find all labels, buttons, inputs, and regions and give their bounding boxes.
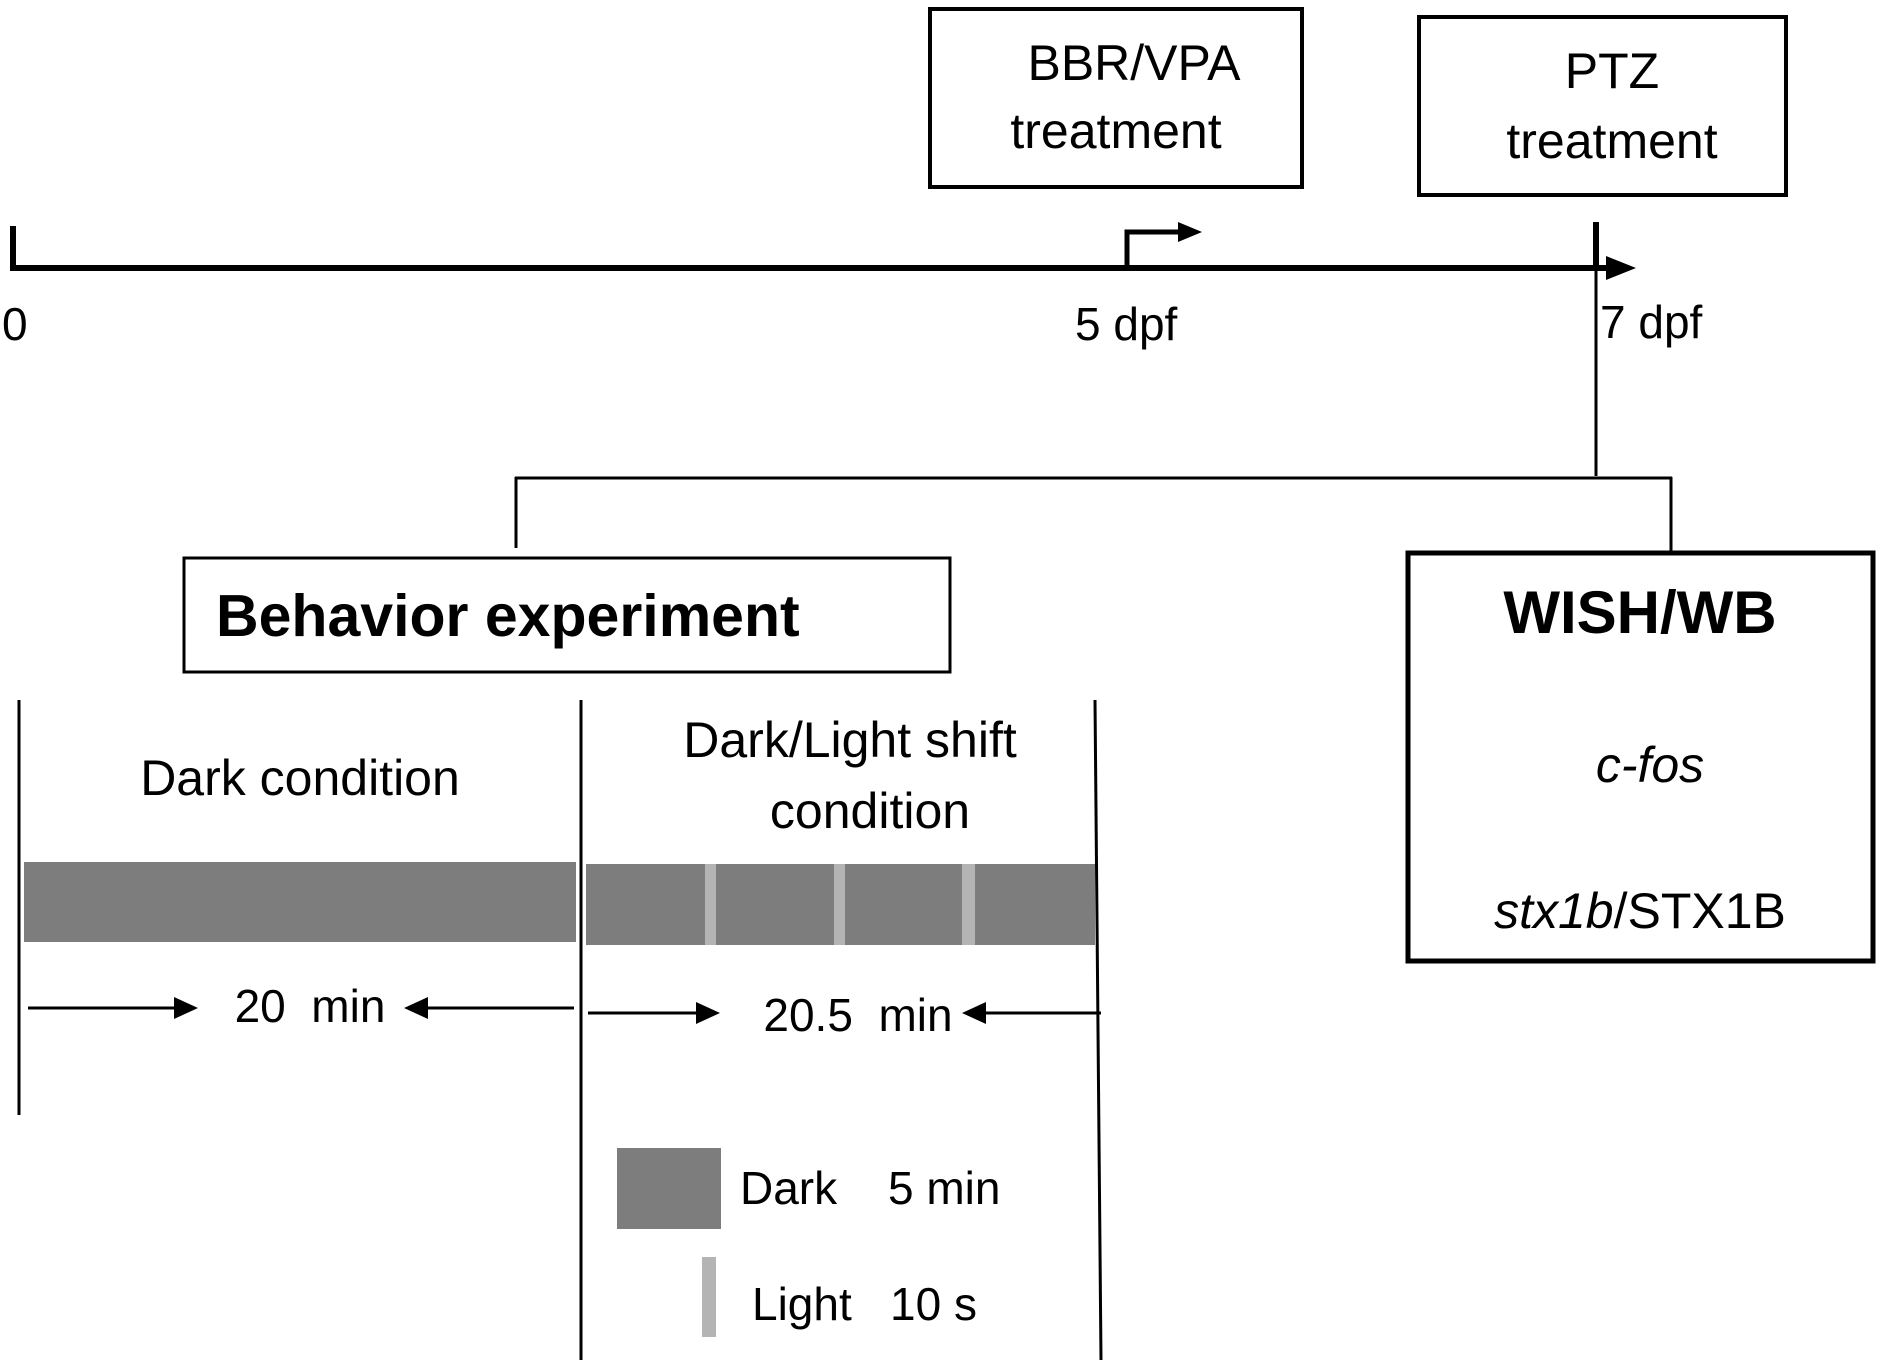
- wish-wb-title: WISH/WB: [1503, 579, 1776, 646]
- shift-duration-arrow-right: [696, 1002, 720, 1024]
- gene-stx1b-protein: /STX1B: [1614, 883, 1786, 939]
- behavior-conditions: Dark condition Dark/Light shift conditio…: [17, 699, 1103, 1361]
- legend-dark-swatch: [617, 1148, 721, 1229]
- timeline-start-label: 0: [2, 298, 28, 350]
- light-flash-3: [962, 864, 975, 945]
- dark-duration-arrow-left: [404, 997, 428, 1019]
- wish-wb-box: WISH/WB c-fos stx1b/STX1B: [1405, 550, 1876, 964]
- shift-duration-label: 20.5 min: [763, 989, 952, 1041]
- timeline-arrowhead: [1606, 256, 1636, 280]
- legend-dark-label: Dark: [740, 1162, 838, 1214]
- bbr-vpa-line1: BBR/VPA: [1027, 35, 1241, 91]
- shift-duration-arrow-left: [962, 1002, 986, 1024]
- legend: Dark 5 min Light 10 s: [617, 1148, 1000, 1337]
- light-flash-2: [834, 864, 845, 945]
- timeline-mid-label: 5 dpf: [1075, 298, 1178, 350]
- dark-duration-label: 20 min: [235, 980, 386, 1032]
- shift-condition-title-line2: condition: [770, 783, 970, 839]
- gene-c-fos: c-fos: [1596, 737, 1704, 793]
- dark-condition-title: Dark condition: [140, 750, 460, 806]
- ptz-treatment-box: PTZ treatment: [1417, 15, 1788, 197]
- bbr-vpa-line2: treatment: [1010, 103, 1221, 159]
- legend-dark-duration: 5 min: [888, 1162, 1000, 1214]
- legend-light-duration: 10 s: [890, 1278, 977, 1330]
- timeline-end-label: 7 dpf: [1600, 296, 1703, 348]
- legend-light-swatch: [702, 1257, 716, 1337]
- legend-light-label: Light: [752, 1278, 852, 1330]
- behavior-experiment-title: Behavior experiment: [216, 583, 800, 649]
- treatment-start-arrow: [1124, 229, 1182, 268]
- dark-duration-arrow-right: [174, 997, 198, 1019]
- gene-stx1b-italic: stx1b: [1494, 883, 1614, 939]
- gene-stx1b: stx1b/STX1B: [1494, 883, 1786, 939]
- bbr-vpa-treatment-box: BBR/VPA treatment: [928, 7, 1304, 189]
- treatment-start-arrowhead: [1178, 222, 1202, 242]
- behavior-experiment-box: Behavior experiment: [182, 556, 952, 674]
- ptz-line1: PTZ: [1565, 43, 1659, 99]
- main-timeline: 0 5 dpf 7 dpf: [2, 222, 1703, 350]
- ptz-line2: treatment: [1506, 113, 1717, 169]
- divider-right: [1093, 699, 1103, 1361]
- light-flash-1: [705, 864, 716, 945]
- connector-bracket: [514, 271, 1673, 551]
- shift-condition-title-line1: Dark/Light shift: [683, 712, 1017, 768]
- dark-condition-bar: [24, 862, 576, 942]
